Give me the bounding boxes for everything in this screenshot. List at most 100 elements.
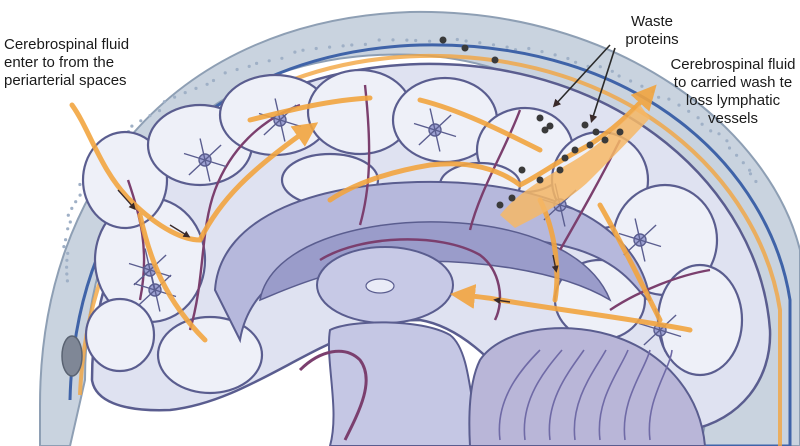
csf-exit-line-1: Cerebrospinal fluid (670, 56, 796, 73)
skull-pore (491, 43, 496, 47)
waste-particle (571, 146, 579, 154)
blood-vessels (126, 84, 711, 331)
neuron (618, 218, 662, 262)
folium (598, 349, 629, 441)
csf-exit-line-4: vessels (707, 110, 759, 127)
skull-pore (211, 78, 216, 83)
waste-particle (439, 36, 447, 44)
skull-pore (629, 79, 633, 83)
waste-particle (496, 201, 504, 209)
skull-pore (727, 146, 732, 150)
skull-pore (700, 122, 704, 126)
skull-pore (566, 56, 570, 61)
fornix (319, 238, 502, 321)
skull-pore (62, 245, 66, 249)
skull-pore (754, 179, 758, 184)
skull-pore (741, 161, 745, 165)
folium (523, 349, 563, 441)
csf-exit-line-2: to carried wash te (673, 74, 793, 91)
skull-pore (363, 42, 367, 47)
midbrain-vessel (298, 349, 368, 441)
skull-pore (717, 132, 721, 136)
waste-particle (592, 128, 600, 136)
waste-particle (461, 44, 469, 52)
skull-pore (301, 48, 305, 52)
csf-exit-line-3: loss lymphatic (685, 92, 781, 109)
skull-pore (553, 53, 557, 57)
skull-pore (66, 213, 70, 217)
csf-flow-paths (69, 84, 693, 343)
folium (548, 349, 585, 441)
csf-exit-label: Cerebrospinal fluid to carried wash te l… (662, 56, 800, 128)
waste-particle (546, 122, 554, 130)
skull-pore (255, 61, 259, 65)
skull-pore (130, 124, 134, 128)
skull-pore (314, 46, 318, 51)
skull-pore (78, 182, 82, 187)
skull-pore (157, 109, 162, 113)
waste-particle (491, 56, 499, 64)
skull-pore (610, 69, 614, 73)
skull-pore (205, 82, 209, 86)
skull-pore (657, 95, 661, 99)
skull-pore (540, 50, 544, 54)
skull-pore (194, 86, 198, 90)
waste-particle (586, 141, 594, 149)
skull-texture (62, 37, 758, 283)
skull-pore (505, 45, 509, 49)
skull-pore (735, 153, 739, 157)
skull-pore (223, 71, 227, 75)
waste-line-2: proteins (625, 31, 679, 48)
skull-pore (235, 67, 239, 72)
gyrus (156, 315, 264, 395)
waste-particle (518, 166, 526, 174)
gyrus (81, 130, 169, 230)
skull-pore (455, 37, 459, 42)
skull-pore (377, 38, 381, 42)
flow-direction-arrows (117, 189, 559, 305)
skull-pore (68, 220, 72, 224)
skull-pore (78, 193, 82, 197)
waste-particle (581, 121, 589, 129)
folium (623, 349, 651, 441)
waste-particle (508, 194, 516, 202)
waste-line-1: Waste (631, 13, 673, 30)
skull-pore (350, 43, 354, 47)
waste-particle (541, 126, 549, 134)
csf-entry-line-2: enter to from the (4, 54, 115, 71)
skull-pore (428, 39, 432, 43)
skull-pore (687, 109, 691, 113)
skull-pore (414, 38, 418, 43)
skull-pore (66, 227, 70, 231)
gyrus (84, 297, 156, 373)
skull-pore (293, 50, 297, 54)
skull-pore (148, 114, 152, 118)
skull-pore (247, 64, 251, 68)
skull-pore (139, 119, 143, 123)
csf-entry-line-3: periarterial spaces (4, 72, 127, 89)
waste-particle (536, 114, 544, 122)
skull-pore (65, 279, 69, 283)
skull-pore (391, 38, 395, 42)
skull-pore (65, 272, 69, 276)
csf-entry-line-1: Cerebrospinal fluid (4, 36, 130, 53)
skull-pore (341, 44, 345, 48)
neuron (413, 108, 457, 152)
skull-pore (617, 74, 621, 78)
skull-pore (748, 172, 753, 176)
skull-pore (709, 129, 713, 133)
waste-pointers (552, 44, 616, 124)
third-ventricle (365, 278, 395, 294)
skull-pore (677, 103, 681, 107)
skull-pore (725, 139, 729, 143)
waste-particle (556, 166, 564, 174)
skull-pore (64, 238, 68, 242)
skull-pore (574, 60, 578, 64)
skull-pore (66, 251, 70, 255)
skull-pore (328, 45, 332, 49)
waste-particle (601, 136, 609, 144)
skull-pore (267, 59, 271, 63)
folium (498, 349, 541, 441)
